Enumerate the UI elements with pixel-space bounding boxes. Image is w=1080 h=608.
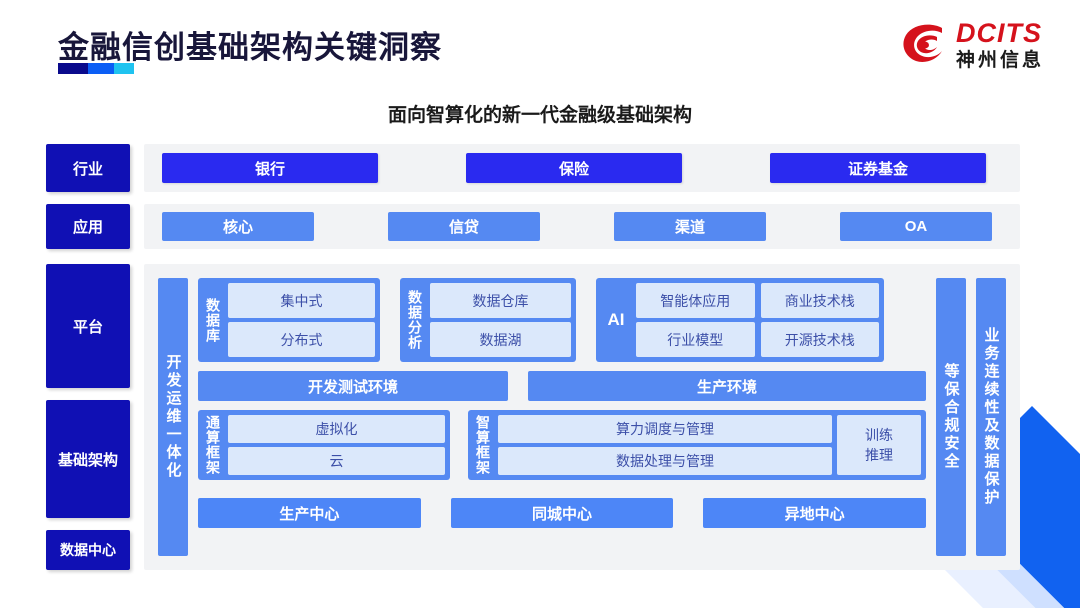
rail-item-infrastructure[interactable]: 基础架构	[46, 400, 130, 518]
rail-item-industry[interactable]: 行业	[46, 144, 130, 192]
application-item-oa[interactable]: OA	[840, 212, 992, 241]
cell-cloud[interactable]: 云	[228, 447, 445, 475]
environment-production[interactable]: 生产环境	[528, 371, 926, 401]
company-logo: DCITS 神州信息	[901, 20, 1044, 70]
train-label: 训练	[865, 426, 893, 443]
cell-compute-scheduling[interactable]: 算力调度与管理	[498, 415, 832, 443]
group-ai[interactable]: AI 智能体应用 行业模型 商业技术栈 开源技术栈	[596, 278, 884, 362]
platform-band: 开发运维一体化 数据库 集中式 分布式 数据分析 数据仓库	[144, 264, 1020, 570]
industry-item-securities-fund[interactable]: 证券基金	[770, 153, 986, 183]
platform-column-compliance-security[interactable]: 等保合规安全	[936, 278, 966, 556]
group-ai-compute-framework[interactable]: 智算框架 算力调度与管理 数据处理与管理 训练 推理	[468, 410, 926, 480]
rail-item-data-center[interactable]: 数据中心	[46, 530, 130, 570]
cell-commercial-stack[interactable]: 商业技术栈	[760, 283, 879, 318]
application-item-credit[interactable]: 信贷	[388, 212, 540, 241]
cell-agent-application[interactable]: 智能体应用	[636, 283, 755, 318]
application-item-channel[interactable]: 渠道	[614, 212, 766, 241]
cell-opensource-stack[interactable]: 开源技术栈	[760, 322, 879, 357]
infer-label: 推理	[865, 447, 893, 463]
data-center-remote[interactable]: 异地中心	[703, 498, 927, 528]
group-label-ai: AI	[607, 310, 625, 329]
page-title: 金融信创基础架构关键洞察	[58, 30, 442, 65]
cell-data-lake[interactable]: 数据湖	[430, 322, 571, 357]
cell-virtualization[interactable]: 虚拟化	[228, 415, 445, 443]
platform-column-business-continuity[interactable]: 业务连续性及数据保护	[976, 278, 1006, 556]
group-database[interactable]: 数据库 集中式 分布式	[198, 278, 380, 362]
cell-data-warehouse[interactable]: 数据仓库	[430, 283, 571, 318]
application-band: 核心 信贷 渠道 OA	[144, 204, 1020, 249]
rail-item-application[interactable]: 应用	[46, 204, 130, 249]
industry-band: 银行 保险 证券基金	[144, 144, 1020, 192]
cell-data-processing[interactable]: 数据处理与管理	[498, 447, 832, 475]
accent-segment-2	[88, 63, 114, 74]
cell-distributed[interactable]: 分布式	[228, 322, 375, 357]
industry-item-insurance[interactable]: 保险	[466, 153, 682, 183]
cell-centralized[interactable]: 集中式	[228, 283, 375, 318]
platform-column-devops[interactable]: 开发运维一体化	[158, 278, 188, 556]
diagram-subtitle: 面向智算化的新一代金融级基础架构	[387, 105, 692, 126]
application-item-core[interactable]: 核心	[162, 212, 314, 241]
logo-text-cn: 神州信息	[955, 50, 1044, 71]
data-center-same-city[interactable]: 同城中心	[450, 498, 674, 528]
cell-train-infer[interactable]: 训练 推理	[837, 415, 921, 475]
title-accent-bar	[58, 63, 134, 74]
rail-item-platform[interactable]: 平台	[46, 264, 130, 388]
environment-dev-test[interactable]: 开发测试环境	[198, 371, 508, 401]
group-label-general-compute: 通算框架	[205, 415, 221, 475]
industry-item-bank[interactable]: 银行	[162, 153, 378, 183]
logo-text-en: DCITS	[955, 18, 1042, 48]
accent-segment-3	[114, 63, 134, 74]
group-label-ai-compute: 智算框架	[475, 415, 491, 475]
data-center-production[interactable]: 生产中心	[198, 498, 421, 528]
group-label-database: 数据库	[205, 297, 221, 343]
group-label-data-analysis: 数据分析	[407, 290, 423, 350]
swirl-logo-icon	[903, 24, 942, 62]
group-data-analysis[interactable]: 数据分析 数据仓库 数据湖	[400, 278, 576, 362]
group-general-compute-framework[interactable]: 通算框架 虚拟化 云	[198, 410, 450, 480]
accent-segment-1	[58, 63, 88, 74]
cell-industry-model[interactable]: 行业模型	[636, 322, 755, 357]
